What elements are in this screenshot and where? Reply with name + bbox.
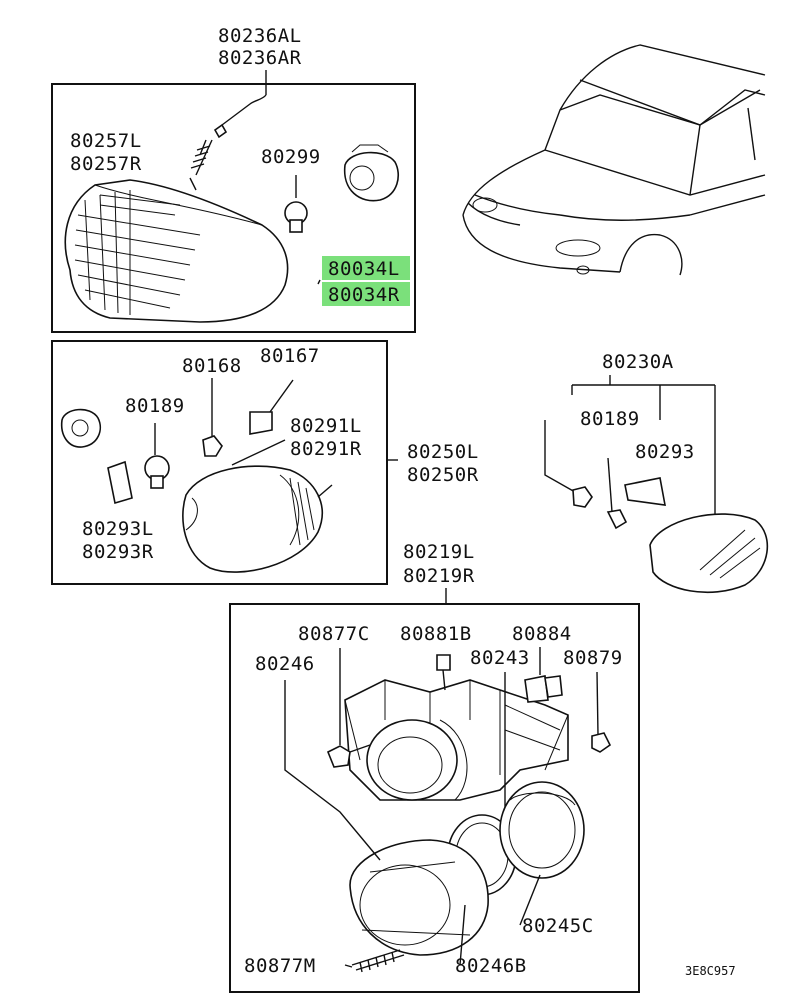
label-80299: 80299 (261, 146, 321, 168)
label-80291r: 80291R (290, 438, 362, 460)
diagram-code: 3E8C957 (685, 964, 736, 978)
label-80879: 80879 (563, 647, 623, 669)
label-80189-side: 80189 (125, 395, 185, 417)
label-80881b: 80881B (400, 623, 472, 645)
label-80293-right: 80293 (635, 441, 695, 463)
label-80236al: 80236AL (218, 25, 302, 47)
label-80034l: 80034L (328, 258, 400, 280)
label-80219l: 80219L (403, 541, 475, 563)
label-80877m: 80877M (244, 955, 316, 977)
label-80168: 80168 (182, 355, 242, 377)
label-80257l: 80257L (70, 130, 142, 152)
side-marker-assembly (60, 378, 333, 573)
side-lamp-box (51, 340, 388, 585)
label-80189-right: 80189 (580, 408, 640, 430)
label-80219r: 80219R (403, 565, 475, 587)
label-80246: 80246 (255, 653, 315, 675)
label-80250l: 80250L (407, 441, 479, 463)
label-80236ar: 80236AR (218, 47, 302, 69)
label-80884: 80884 (512, 623, 572, 645)
label-80293l: 80293L (82, 518, 154, 540)
label-80250r: 80250R (407, 464, 479, 486)
label-80257r: 80257R (70, 153, 142, 175)
highlight-80034l (322, 256, 410, 280)
label-80291l: 80291L (290, 415, 362, 437)
label-80034r: 80034R (328, 284, 400, 306)
front-lamp-assembly (64, 94, 399, 323)
label-80243: 80243 (470, 647, 530, 669)
label-80167: 80167 (260, 345, 320, 367)
front-lamp-box (51, 83, 416, 333)
label-80230a: 80230A (602, 351, 674, 373)
highlight-80034r (322, 282, 410, 306)
label-80245c: 80245C (522, 915, 594, 937)
right-marker-assembly (544, 420, 769, 594)
fog-lamp-assembly (284, 647, 612, 973)
label-80293r: 80293R (82, 541, 154, 563)
car-illustration (462, 44, 766, 276)
label-80246b: 80246B (455, 955, 527, 977)
label-80877c: 80877C (298, 623, 370, 645)
fog-lamp-box (229, 603, 640, 993)
